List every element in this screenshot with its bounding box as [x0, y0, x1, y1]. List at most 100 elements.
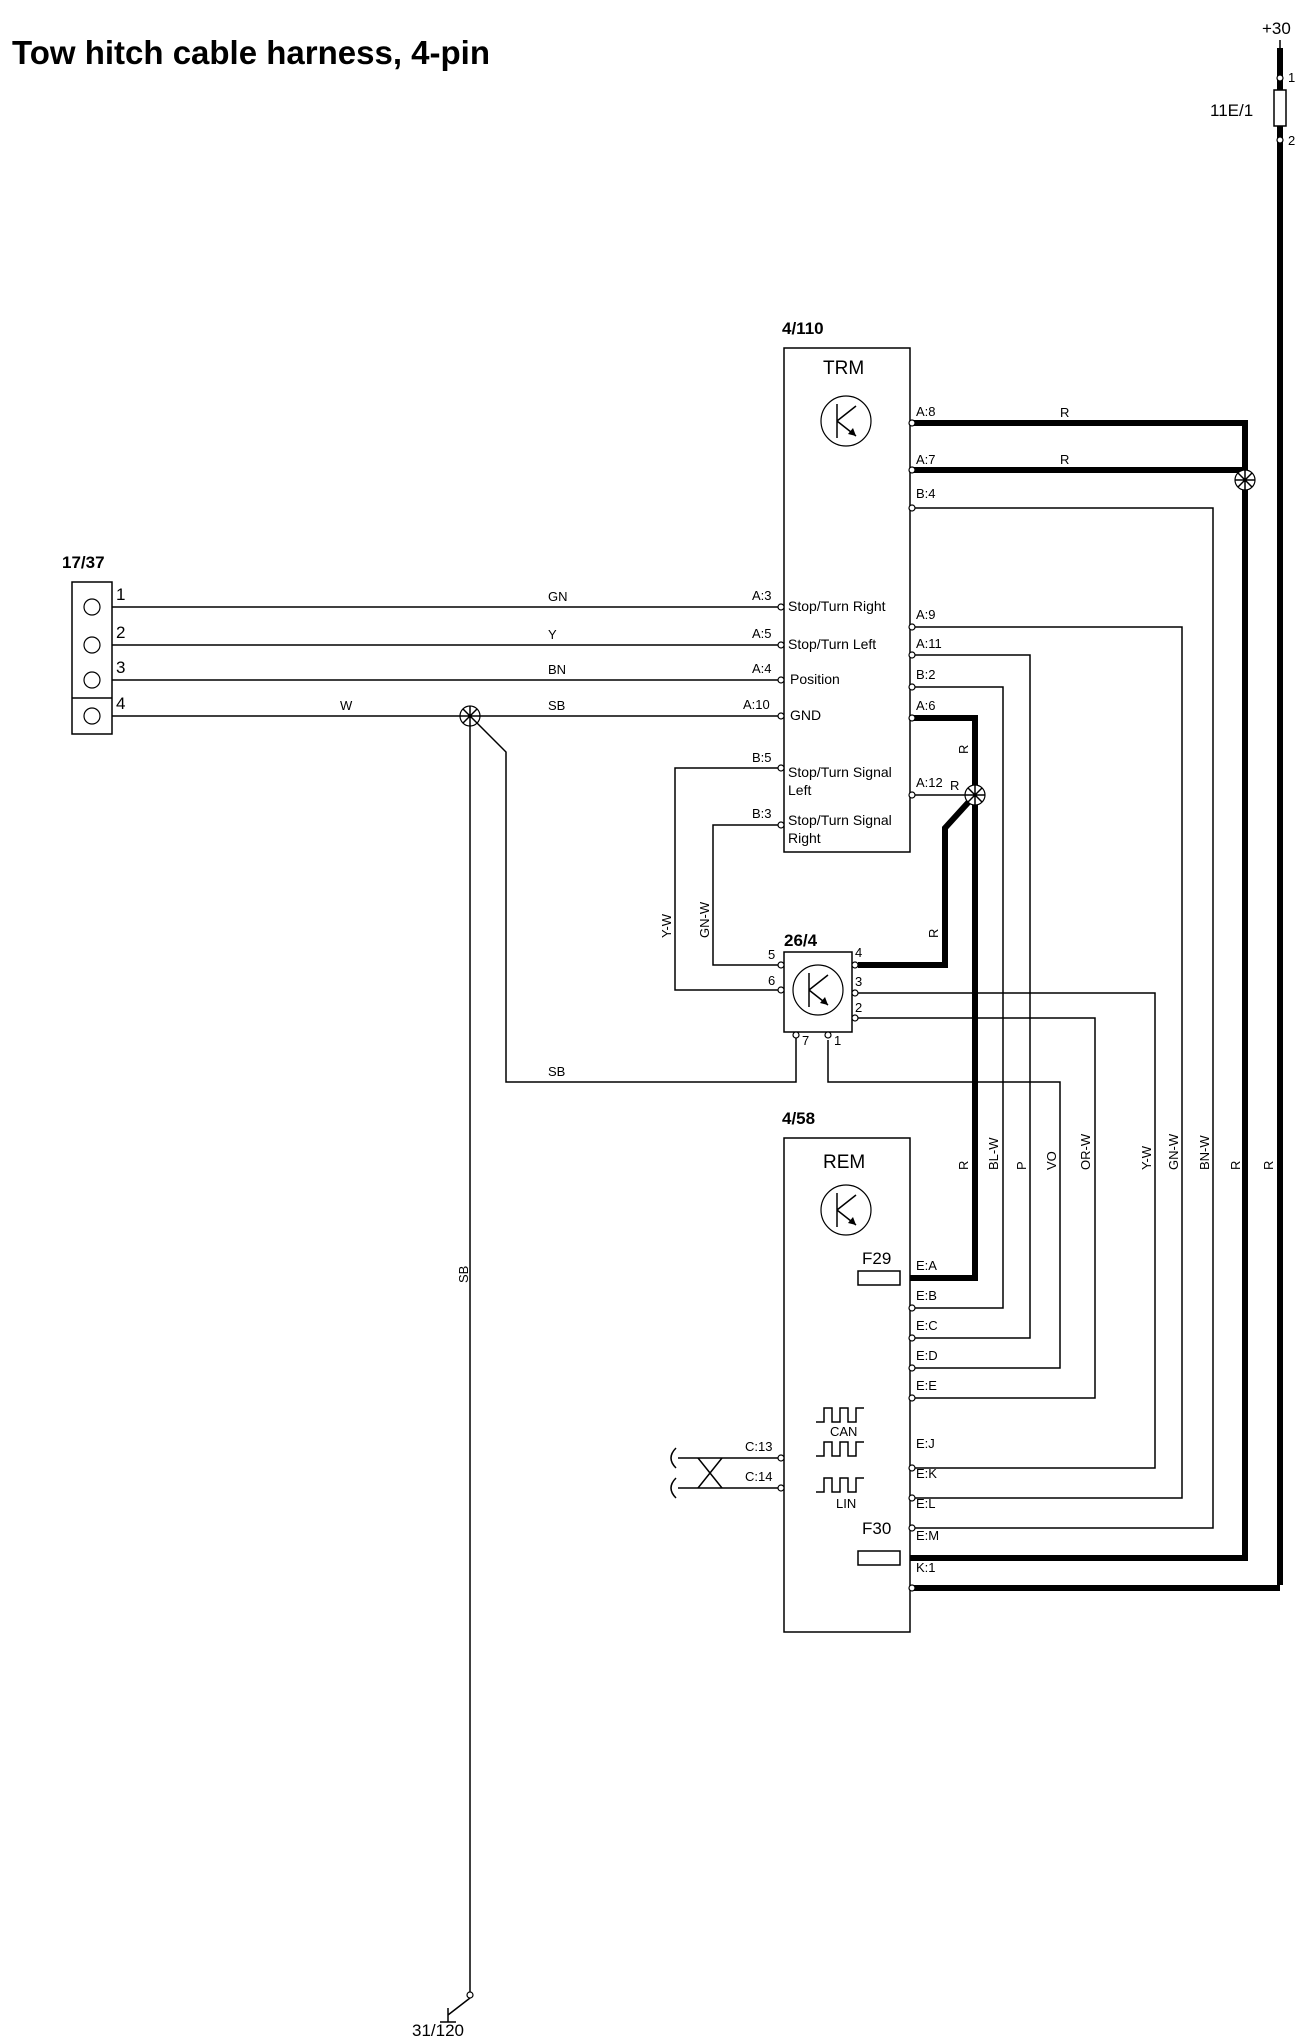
wire-label-sb-relay: SB — [548, 1064, 565, 1079]
trm-pin-a10 — [777, 712, 785, 720]
wire-a11-p — [910, 654, 1031, 1339]
wire-b5-yw — [674, 767, 784, 991]
rem-pin-el-label: E:L — [916, 1496, 936, 1511]
splice-r-a12 — [964, 784, 986, 806]
signal-stop-turn-signal-r1: Stop/Turn Signal — [788, 812, 892, 828]
rem-pin-c14-label: C:14 — [745, 1469, 772, 1484]
rem-id: 4/58 — [782, 1109, 815, 1128]
fuse-f30 — [857, 1550, 901, 1566]
splice-r-top — [1234, 469, 1256, 491]
wire-a9-gnw — [910, 626, 1183, 1499]
wire-label-sb: SB — [548, 698, 565, 713]
trm-pin-a4 — [777, 676, 785, 684]
signal-stop-turn-signal-l1: Stop/Turn Signal — [788, 764, 892, 780]
relay-pin-1-label: 1 — [834, 1033, 841, 1048]
fuse-11e1-label: 11E/1 — [1210, 101, 1253, 120]
connector-pin-3-label: 3 — [116, 658, 125, 677]
relay-pin-4-label: 4 — [855, 945, 862, 960]
relay-pin-6-label: 6 — [768, 973, 775, 988]
rem-pin-c14 — [777, 1484, 785, 1492]
signal-stop-turn-left: Stop/Turn Left — [788, 636, 876, 652]
relay-pin-2-label: 2 — [855, 1000, 862, 1015]
wire-label-yw: Y-W — [659, 913, 674, 938]
fuse-11e1 — [1273, 89, 1287, 127]
trm-pin-b5 — [777, 764, 785, 772]
wire-labels: GN Y BN W SB SB R R R SB R R Y-W GN-W R … — [340, 405, 1276, 1283]
can-label: CAN — [830, 1424, 857, 1439]
trm-pin-b5-label: B:5 — [752, 750, 772, 765]
signal-stop-turn-right: Stop/Turn Right — [788, 598, 886, 614]
relay-pin-6 — [777, 986, 785, 994]
trm-pin-a11 — [908, 651, 916, 659]
signal-stop-turn-signal-r2: Right — [788, 830, 821, 846]
trm-pin-a8-label: A:8 — [916, 404, 936, 419]
rem-pin-ek — [908, 1494, 916, 1502]
trm-transistor-icon — [820, 395, 872, 447]
rem-pin-ej — [908, 1464, 916, 1472]
rem-transistor-icon — [820, 1184, 872, 1236]
ground-point — [466, 1991, 474, 1999]
wire-a8-r — [910, 420, 1248, 1561]
relay-pin-1 — [824, 1031, 832, 1039]
trm-id: 4/110 — [782, 319, 824, 338]
rem-pin-ec — [908, 1334, 916, 1342]
rem-pin-ee-label: E:E — [916, 1378, 937, 1393]
fuse-pin-1 — [1276, 74, 1284, 82]
splices — [459, 469, 1256, 806]
wire-relay3-yw — [858, 992, 1156, 1469]
rem-name: REM — [823, 1152, 865, 1173]
wire-label-p: P — [1014, 1161, 1029, 1170]
connector-pin-4-label: 4 — [116, 694, 125, 713]
trm-pin-b2-label: B:2 — [916, 667, 936, 682]
wire-label-r-relay: R — [926, 929, 941, 938]
relay-pin-5-label: 5 — [768, 947, 775, 962]
fuse-f29 — [857, 1270, 901, 1286]
wire-label-r-a8-down: R — [1228, 1161, 1243, 1170]
rem-pin-ee — [908, 1394, 916, 1402]
ground-31-120: 31/120 — [412, 1991, 474, 2040]
wire-label-gn: GN — [548, 589, 568, 604]
connector-pin-1 — [83, 598, 101, 616]
trm-pin-a3-label: A:3 — [752, 588, 772, 603]
wires — [112, 40, 1283, 1995]
wire-label-r-a6: R — [956, 745, 971, 754]
rem-pin-ec-label: E:C — [916, 1318, 938, 1333]
trm-pin-b2 — [908, 683, 916, 691]
signal-stop-turn-signal-l2: Left — [788, 782, 811, 798]
rem-pin-ek-label: E:K — [916, 1466, 937, 1481]
rem-pin-el — [908, 1524, 916, 1532]
trm-pin-a5 — [777, 641, 785, 649]
fuse-pin-1-label: 1 — [1288, 70, 1295, 85]
trm-pin-b3 — [777, 821, 785, 829]
relay-pin-2 — [851, 1014, 859, 1022]
wire-label-y: Y — [548, 627, 557, 642]
fuse-f30-label: F30 — [862, 1519, 891, 1538]
trm-pin-a9-label: A:9 — [916, 607, 936, 622]
wire-relay1-vo — [827, 1040, 1061, 1369]
trm-pin-a7 — [908, 466, 916, 474]
rem-pin-ed-label: E:D — [916, 1348, 938, 1363]
relay-pin-7 — [792, 1031, 800, 1039]
rem-pin-ea-label: E:A — [916, 1258, 937, 1273]
wire-label-yw-rem: Y-W — [1139, 1145, 1154, 1170]
trm-pin-a3 — [777, 603, 785, 611]
fuse-pin-2-label: 2 — [1288, 133, 1295, 148]
fuse-pin-2 — [1276, 136, 1284, 144]
trm-pin-a12 — [908, 791, 916, 799]
relay-pin-4 — [851, 961, 859, 969]
trm-pin-a4-label: A:4 — [752, 661, 772, 676]
connector-pin-1-label: 1 — [116, 585, 125, 604]
diagram-title: Tow hitch cable harness, 4-pin — [12, 34, 490, 71]
wire-label-r-rem: R — [956, 1161, 971, 1170]
rem-pin-ed — [908, 1364, 916, 1372]
ground-symbol — [440, 1997, 471, 2023]
bus-continuation — [670, 1447, 677, 1499]
trm-pin-a11-label: A:11 — [916, 636, 942, 651]
rem-pin-eb-label: E:B — [916, 1288, 937, 1303]
rem-pin-eb — [908, 1304, 916, 1312]
wire-relay4-r — [858, 792, 978, 968]
lin-bus-symbol: LIN — [816, 1477, 864, 1511]
trm-pin-b4-label: B:4 — [916, 486, 936, 501]
trm-pin-a5-label: A:5 — [752, 626, 772, 641]
